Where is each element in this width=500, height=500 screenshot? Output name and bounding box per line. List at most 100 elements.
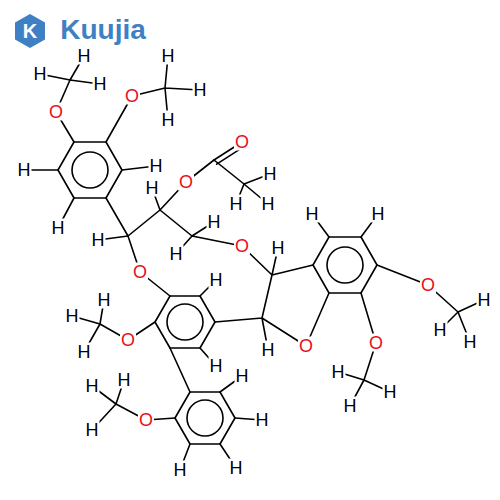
atom-label: H (17, 161, 32, 179)
atom-label: H (33, 65, 48, 83)
atom-label: H (145, 179, 160, 197)
atom-label: H (51, 219, 66, 237)
atom-label: H (263, 165, 278, 183)
atom-label: H (85, 377, 100, 395)
atom-label: O (48, 103, 64, 121)
atom-label: H (161, 47, 176, 65)
label-anchor: H (85, 377, 100, 396)
atom-label: H (255, 411, 270, 429)
atom-label: O (138, 411, 154, 429)
label-anchor: H (477, 291, 492, 310)
atom-label: H (343, 397, 358, 415)
atom-label: H (207, 213, 222, 231)
label-anchor: H (383, 383, 398, 402)
aromatic-circle (187, 400, 223, 436)
aromatic-circle (167, 304, 203, 340)
label-anchor: H (51, 219, 66, 238)
label-anchor: H (271, 239, 286, 258)
label-anchor: H (463, 333, 478, 352)
aromatic-circle (72, 152, 108, 188)
label-anchor: H (149, 157, 164, 176)
atom-label: O (132, 263, 148, 281)
label-anchor: H (255, 411, 270, 430)
atom-label: H (331, 363, 346, 381)
atom-label: H (149, 157, 164, 175)
label-anchor: H (235, 367, 250, 386)
atom-label: H (433, 321, 448, 339)
label-anchor: O (420, 276, 436, 295)
atom-label: H (477, 291, 492, 309)
label-anchor: H (229, 459, 244, 478)
label-anchor: H (77, 343, 92, 362)
label-anchor: H (371, 205, 386, 224)
label-anchor: K (23, 21, 37, 42)
atom-label: H (229, 459, 244, 477)
atom-label: O (120, 331, 136, 349)
aromatic-ring (175, 392, 235, 444)
atom-label: H (235, 367, 250, 385)
label-anchor: H (261, 341, 276, 360)
atom-label: H (97, 291, 112, 309)
label-anchor: O (234, 133, 250, 152)
label-anchor: O (138, 411, 154, 430)
atom-label: H (271, 239, 286, 257)
label-anchor: H (207, 213, 222, 232)
watermark-text: Kuujia (58, 16, 148, 44)
label-anchor: H (145, 179, 160, 198)
atom-label: H (209, 357, 224, 375)
label-anchor: O (298, 337, 314, 356)
atom-label: H (77, 343, 92, 361)
atom-label: H (229, 195, 244, 213)
atom-label: H (77, 47, 92, 65)
label-anchor: H (33, 65, 48, 84)
label-anchor: H (305, 205, 320, 224)
label-anchor: H (85, 421, 100, 440)
aromatic-ring (313, 237, 377, 293)
aromatic-ring (155, 296, 215, 348)
atom-label: H (173, 461, 188, 479)
logo-letter: K (23, 21, 37, 41)
atom-label: H (383, 383, 398, 401)
atom-label: H (371, 205, 386, 223)
label-anchor: H (161, 47, 176, 66)
atom-label: H (261, 341, 276, 359)
atom-label: H (305, 205, 320, 223)
label-anchor: H (77, 47, 92, 66)
label-anchor: H (343, 397, 358, 416)
atom-label: H (261, 195, 276, 213)
logo-badge (15, 14, 45, 48)
atom-label: H (209, 271, 224, 289)
atom-label: H (91, 231, 106, 249)
label-anchor: H (169, 245, 184, 264)
atom-label: O (234, 237, 250, 255)
atom-label: H (117, 371, 132, 389)
label-anchor: H (93, 75, 108, 94)
atom-label: O (234, 133, 250, 151)
label-anchor: O (124, 87, 140, 106)
label-anchor: H (193, 81, 208, 100)
atom-label: H (65, 307, 80, 325)
atom-label: H (463, 333, 478, 351)
label-anchor: H (263, 165, 278, 184)
label-anchor: H (173, 461, 188, 480)
single-bonds (24, 56, 484, 470)
atom-label: O (124, 87, 140, 105)
atom-label: O (368, 334, 384, 352)
label-anchor: Kuujia (58, 16, 148, 44)
label-anchor: O (120, 331, 136, 350)
label-anchor: O (132, 263, 148, 282)
atom-label: H (169, 245, 184, 263)
label-anchor: H (261, 195, 276, 214)
aromatic-circle (327, 247, 363, 283)
label-anchor: H (65, 307, 80, 326)
label-anchor: O (48, 103, 64, 122)
label-anchor: H (117, 371, 132, 390)
atom-label: O (420, 276, 436, 294)
atom-label: H (93, 75, 108, 93)
label-anchor: H (229, 195, 244, 214)
label-anchor: H (331, 363, 346, 382)
label-anchor: O (368, 334, 384, 353)
label-anchor: H (161, 111, 176, 130)
label-anchor: H (97, 291, 112, 310)
label-anchor: H (209, 357, 224, 376)
